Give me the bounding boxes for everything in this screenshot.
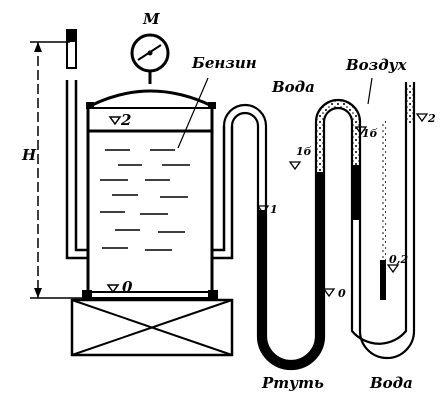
gasoline-label: Бензин xyxy=(191,54,257,72)
level-1-label: 1 xyxy=(270,203,278,216)
height-label: H xyxy=(21,146,37,164)
air-region xyxy=(316,84,413,260)
manometer-label: M xyxy=(142,10,160,28)
level-0-right-label: 0 xyxy=(338,287,346,300)
left-piezometer xyxy=(65,29,88,260)
level-1b-right-label: 1б xyxy=(362,127,378,140)
mercury-fill xyxy=(258,165,360,369)
height-dimension: H xyxy=(21,41,90,299)
water-top-label: Вода xyxy=(271,78,315,96)
level-1b-left-label: 1б xyxy=(296,145,312,158)
u-tube-level-markers: 1 1б 0 1б 0,2 2 xyxy=(256,112,436,300)
gasoline-tank: Бензин 2 xyxy=(82,54,257,299)
level-0-2-label: 0,2 xyxy=(389,253,408,266)
base-level-0-label: 0 xyxy=(122,278,133,296)
mercury-right-column xyxy=(380,260,386,300)
mercury-label: Ртуть xyxy=(261,374,324,392)
air-pointer xyxy=(367,77,373,105)
manometer-gauge: M xyxy=(130,10,170,84)
tank-stand: 0 xyxy=(70,278,234,357)
air-label: Воздух xyxy=(345,56,408,74)
tank-outlet-pipe xyxy=(212,126,234,260)
tank-level-2-label: 2 xyxy=(120,111,131,129)
level-2-right-label: 2 xyxy=(427,112,436,125)
water-bottom-label: Вода xyxy=(369,374,413,392)
